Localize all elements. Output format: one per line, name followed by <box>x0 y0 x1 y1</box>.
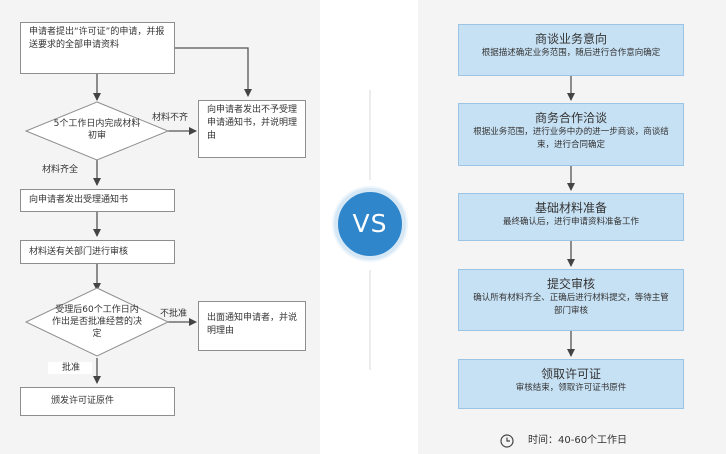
r-step-title: 基础材料准备 <box>534 201 607 215</box>
decision-approval: 受理后60个工作日内作出是否批准经营的决定 <box>52 305 143 339</box>
step-acceptance-notice: 向申请者发出受理通知书 <box>20 189 175 212</box>
r-step-desc: 最终确认后，进行申请资料准备工作 <box>502 217 639 227</box>
step-submit-application: 申请者提出“许可证”的申请，并报送要求的全部申请资料 <box>20 22 175 74</box>
divider-bottom <box>369 270 371 370</box>
duration-text: 时间：40-60个工作日 <box>528 435 628 446</box>
r-step-title: 领取许可证 <box>540 367 601 381</box>
r-step-cooperation: 商务合作洽谈 根据业务范围，进行业务中办的进一步商谈，商谈结束，进行合同确定 <box>458 103 684 166</box>
step-issue-license: 颁发许可证原件 <box>20 387 175 416</box>
r-step-business-intent: 商谈业务意向 根据描述确定业务范围，随后进行合作意向确定 <box>458 24 684 76</box>
arrow-step1-to-reject1 <box>175 47 252 97</box>
label-materials-incomplete: 材料不齐 <box>152 113 189 123</box>
decision2-diamond <box>24 287 170 357</box>
r-step-desc: 审核结束，领取许可证书原件 <box>515 383 627 393</box>
r-step-materials: 基础材料准备 最终确认后，进行申请资料准备工作 <box>458 193 684 241</box>
decision1-diamond <box>24 101 170 161</box>
decision-initial-review: 5个工作日内完成材料初审 <box>53 119 141 141</box>
r-step-desc: 根据业务范围，进行业务中办的进一步商谈，商谈结束，进行合同确定 <box>473 127 669 150</box>
label-approved: 批准 <box>48 362 93 374</box>
vs-badge: VS <box>334 188 406 260</box>
r-step-title: 商务合作洽谈 <box>534 111 607 125</box>
step-reject-notice: 向申请者发出不予受理申请通知书，并说明理由 <box>198 100 306 158</box>
r-step-submit-review: 提交审核 确认所有材料齐全、正确后进行材料提交，等待主管部门审核 <box>458 269 684 331</box>
label-materials-complete: 材料齐全 <box>42 165 79 175</box>
r-step-title: 商谈业务意向 <box>534 32 607 46</box>
r-step-receive-license: 领取许可证 审核结束，领取许可证书原件 <box>458 359 684 409</box>
label-not-approved: 不批准 <box>160 309 188 319</box>
step-department-review: 材料送有关部门进行审核 <box>20 240 175 264</box>
traditional-process-panel <box>0 0 320 454</box>
step-notify-rejection: 出面通知申请者，并说明理由 <box>198 301 306 351</box>
r-step-desc: 根据描述确定业务范围，随后进行合作意向确定 <box>481 48 661 58</box>
clock-icon <box>500 434 514 448</box>
divider-top <box>369 90 371 180</box>
r-step-desc: 确认所有材料齐全、正确后进行材料提交，等待主管部门审核 <box>473 293 669 316</box>
r-step-title: 提交审核 <box>546 277 595 291</box>
